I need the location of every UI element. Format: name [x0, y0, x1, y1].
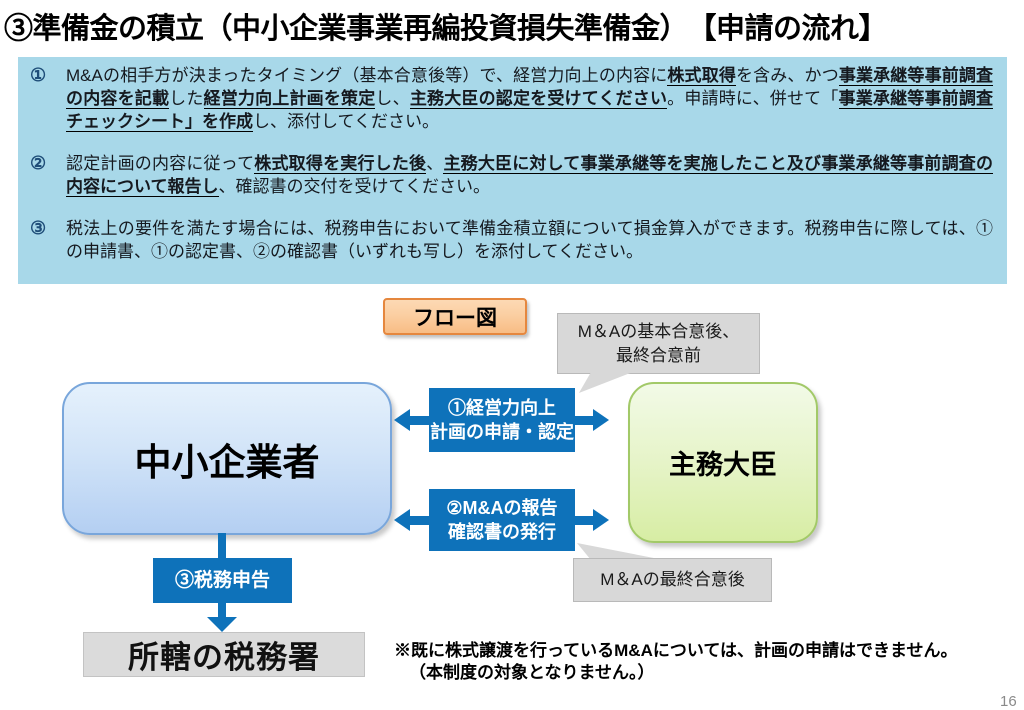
- minister-entity-label: 主務大臣: [669, 450, 777, 480]
- notice-item-3: ③ 税法上の要件を満たす場合には、税務申告において準備金積立額について損金算入が…: [30, 217, 993, 263]
- arrow-shaft: [410, 415, 429, 425]
- page-number: 16: [1000, 693, 1017, 710]
- footnote-line1: ※既に株式譲渡を行っているM&Aについては、計画の申請はできません。: [394, 641, 958, 660]
- step1-plan-application-label: ①経営力向上 計画の申請・認定: [429, 388, 575, 452]
- arrow-shaft: [575, 515, 593, 525]
- arrow-shaft: [575, 415, 593, 425]
- notice-panel: ① M&Aの相手方が決まったタイミング（基本合意後等）で、経営力向上の内容に株式…: [18, 57, 1007, 284]
- notice-item-2-number: ②: [30, 153, 47, 173]
- notice-item-3-number: ③: [30, 218, 47, 238]
- step2-line1: ②M&Aの報告: [446, 497, 558, 518]
- footnote-line2: （本制度の対象となりません。）: [409, 663, 655, 682]
- step2-line2: 確認書の発行: [448, 522, 556, 542]
- notice-item-1-number: ①: [30, 65, 47, 85]
- step2-right-arrow-icon: [575, 509, 609, 531]
- step2-left-arrow-icon: [394, 509, 429, 531]
- arrowhead-right-icon: [593, 509, 609, 531]
- callout-before-line2: 最終合意前: [616, 345, 701, 365]
- notice-item-2-text: 認定計画の内容に従って株式取得を実行した後、主務大臣に対して事業承継等を実施した…: [66, 154, 993, 197]
- step2-report-confirmation-label: ②M&Aの報告 確認書の発行: [429, 489, 575, 551]
- page-title: ③準備金の積立（中小企業事業再編投資損失準備金） 【申請の流れ】: [4, 13, 888, 45]
- step1-right-arrow-icon: [575, 409, 609, 431]
- tax-connector-line: [218, 533, 226, 558]
- arrowhead-left-icon: [394, 509, 410, 531]
- notice-item-3-text: 税法上の要件を満たす場合には、税務申告において準備金積立額について損金算入ができ…: [66, 219, 993, 261]
- callout-before-tail-icon: [578, 372, 633, 393]
- notice-item-1-text: M&Aの相手方が決まったタイミング（基本合意後等）で、経営力向上の内容に株式取得…: [66, 66, 994, 132]
- down-arrow-icon: [207, 617, 237, 632]
- step1-line2: 計画の申請・認定: [430, 422, 574, 442]
- sme-entity-label: 中小企業者: [134, 441, 320, 483]
- callout-after-text: M＆Aの最終合意後: [600, 570, 745, 590]
- sme-entity-box: 中小企業者: [62, 382, 392, 535]
- callout-after-final-agreement: M＆Aの最終合意後: [573, 558, 772, 602]
- arrow-shaft: [410, 515, 429, 525]
- footnote: ※既に株式譲渡を行っているM&Aについては、計画の申請はできません。 （本制度の…: [394, 640, 1022, 684]
- tax-office-box: 所轄の税務署: [83, 632, 365, 677]
- callout-before-final-agreement: M＆Aの基本合意後、 最終合意前: [557, 313, 760, 374]
- flow-diagram-badge: フロー図: [383, 298, 527, 335]
- notice-item-1: ① M&Aの相手方が決まったタイミング（基本合意後等）で、経営力向上の内容に株式…: [30, 64, 994, 133]
- notice-item-2: ② 認定計画の内容に従って株式取得を実行した後、主務大臣に対して事業承継等を実施…: [30, 152, 993, 198]
- tax-office-label: 所轄の税務署: [128, 640, 320, 675]
- arrowhead-right-icon: [593, 409, 609, 431]
- callout-before-line1: M＆Aの基本合意後、: [577, 321, 740, 341]
- step3-text: ③税務申告: [174, 569, 270, 591]
- step1-left-arrow-icon: [394, 409, 429, 431]
- step3-tax-filing-label: ③税務申告: [153, 558, 292, 603]
- step1-line1: ①経営力向上: [448, 397, 556, 418]
- down-arrow-shaft: [218, 603, 226, 618]
- minister-entity-box: 主務大臣: [628, 382, 818, 543]
- callout-after-tail-icon: [577, 543, 659, 559]
- arrowhead-left-icon: [394, 409, 410, 431]
